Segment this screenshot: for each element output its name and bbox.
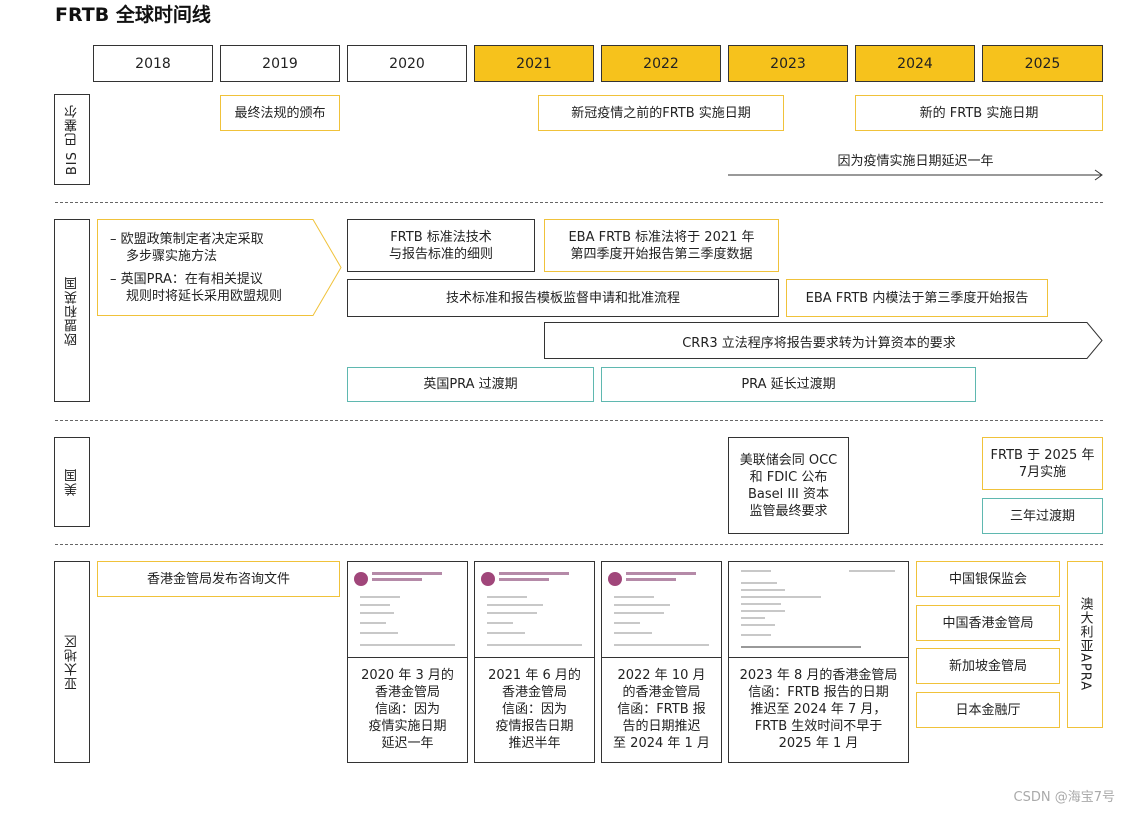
eu-pra-line-2: 规则时将延长采用欧盟规则 — [126, 289, 283, 304]
section-label-bis: BIS 巴塞尔 — [54, 94, 90, 185]
hkma-consultation: 香港金管局发布咨询文件 — [97, 561, 340, 597]
pra-extended-transition: PRA 延长过渡期 — [601, 367, 976, 402]
us-implementation-2025: FRTB 于 2025 年 7月实施 — [982, 437, 1103, 490]
year-2020: 2020 — [347, 45, 467, 82]
letter-thumbnail — [475, 562, 594, 658]
bis-new-date: 新的 FRTB 实施日期 — [855, 95, 1103, 131]
divider — [55, 202, 1103, 203]
eu-tech-standards: 技术标准和报告模板监督申请和批准流程 — [347, 279, 779, 317]
section-label-us: 美国 — [54, 437, 90, 527]
us-final-requirements: 美联储会同 OCC 和 FDIC 公布 Basel III 资本 监管最终要求 — [728, 437, 849, 534]
year-2018: 2018 — [93, 45, 213, 82]
watermark: CSDN @海宝7号 — [1013, 790, 1115, 805]
section-label-eu-uk: 欧盟和英国 — [54, 219, 90, 402]
divider — [55, 420, 1103, 421]
eu-policy-arrow-shape — [97, 219, 342, 316]
bis-delay-text: 因为疫情实施日期延迟一年 — [837, 154, 994, 169]
regulator-apra: 澳大利亚APRA — [1067, 561, 1103, 728]
eu-policy-line-2: 多步骤实施方法 — [126, 249, 218, 264]
hkma-seal-icon — [608, 572, 622, 586]
letter-thumbnail — [602, 562, 721, 658]
hkma-letter-2021: 2021 年 6 月的 香港金管局 信函：因为 疫情报告日期 推迟半年 — [474, 561, 595, 763]
eu-crr3: CRR3 立法程序将报告要求转为计算资本的要求 — [682, 336, 956, 351]
regulator-apra-label: 澳大利亚APRA — [1077, 597, 1093, 692]
eu-crr3-arrow-shape — [544, 322, 1103, 359]
year-2023: 2023 — [728, 45, 848, 82]
hkma-seal-icon — [354, 572, 368, 586]
letter-thumbnail — [348, 562, 467, 658]
year-2019: 2019 — [220, 45, 340, 82]
hkma-seal-icon — [481, 572, 495, 586]
eu-policy-line-1: – 欧盟政策制定者决定采取 — [110, 232, 264, 247]
eu-sa-details: FRTB 标准法技术 与报告标准的细则 — [347, 219, 535, 272]
regulator-jfsa: 日本金融厅 — [916, 692, 1060, 728]
year-2022: 2022 — [601, 45, 721, 82]
hkma-letter-2023: 2023 年 8 月的香港金管局 信函：FRTB 报告的日期 推迟至 2024 … — [728, 561, 909, 763]
letter-thumbnail — [729, 562, 908, 658]
regulator-mas: 新加坡金管局 — [916, 648, 1060, 684]
us-three-year-transition: 三年过渡期 — [982, 498, 1103, 534]
regulator-cbirc: 中国银保监会 — [916, 561, 1060, 597]
year-2021: 2021 — [474, 45, 594, 82]
letter-caption: 2021 年 6 月的 香港金管局 信函：因为 疫情报告日期 推迟半年 — [488, 668, 581, 751]
year-2025: 2025 — [982, 45, 1103, 82]
eu-pra-line-1: – 英国PRA：在有相关提议 — [110, 272, 263, 287]
hkma-letter-2020: 2020 年 3 月的 香港金管局 信函：因为 疫情实施日期 延迟一年 — [347, 561, 468, 763]
eu-eba-ima: EBA FRTB 内模法于第三季度开始报告 — [786, 279, 1048, 317]
divider — [55, 544, 1103, 545]
letter-caption: 2023 年 8 月的香港金管局 信函：FRTB 报告的日期 推迟至 2024 … — [739, 668, 898, 751]
uk-pra-transition: 英国PRA 过渡期 — [347, 367, 594, 402]
eu-eba-sa: EBA FRTB 标准法将于 2021 年 第四季度开始报告第三季度数据 — [544, 219, 779, 272]
page-title: FRTB 全球时间线 — [55, 4, 211, 26]
section-label-apac: 亚太地区 — [54, 561, 90, 763]
eu-policy-text: – 欧盟政策制定者决定采取 多步骤实施方法 – 英国PRA：在有相关提议 规则时… — [110, 231, 330, 305]
letter-caption: 2020 年 3 月的 香港金管局 信函：因为 疫情实施日期 延迟一年 — [361, 668, 454, 751]
hkma-letter-2022: 2022 年 10 月 的香港金管局 信函：FRTB 报 告的日期推迟 至 20… — [601, 561, 722, 763]
bis-final-rules: 最终法规的颁布 — [220, 95, 340, 131]
bis-delay-arrow — [728, 169, 1103, 181]
bis-pre-covid-date: 新冠疫情之前的FRTB 实施日期 — [538, 95, 784, 131]
year-2024: 2024 — [855, 45, 975, 82]
letter-caption: 2022 年 10 月 的香港金管局 信函：FRTB 报 告的日期推迟 至 20… — [613, 668, 710, 751]
regulator-hkma: 中国香港金管局 — [916, 605, 1060, 641]
